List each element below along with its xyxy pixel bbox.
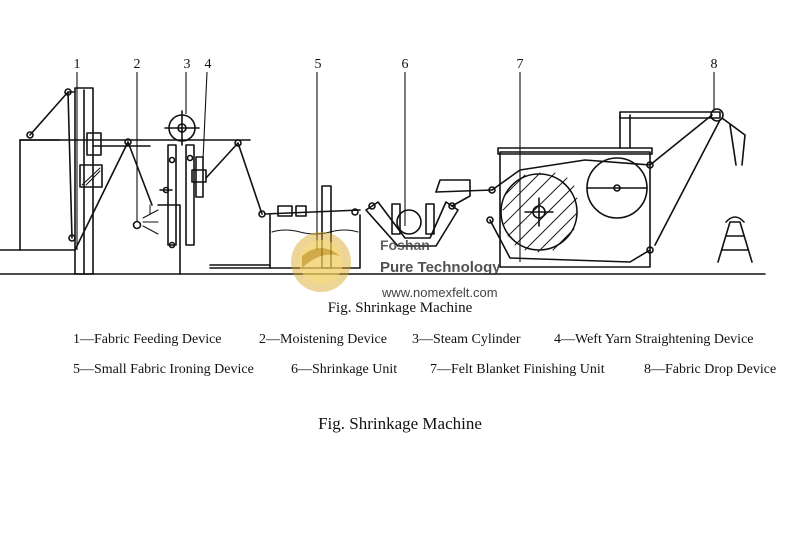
callout-2: 2 [134,57,141,72]
callout-1: 1 [74,57,81,72]
watermark-company-line1: Foshan [380,237,430,253]
legend-item-weft-straightening: 4—Weft Yarn Straightening Device [554,332,754,347]
callout-3: 3 [184,57,191,72]
shrinkage-unit [365,179,471,247]
watermark-company-line2: Pure Technology [380,259,501,276]
callout-7: 7 [517,57,524,72]
fabric-drop-device [619,108,753,263]
legend-item-moistening: 2—Moistening Device [259,332,387,347]
steam-cylinder-device [164,110,200,249]
legend-item-fabric-drop: 8—Fabric Drop Device [644,362,777,377]
felt-blanket-finishing-unit [435,114,654,268]
figure-caption: Fig. Shrinkage Machine [318,414,482,433]
legend-item-fabric-feeding: 1—Fabric Feeding Device [73,332,222,347]
callout-leaders [76,71,715,262]
fabric-feeding-device [0,87,251,275]
watermark-url: www.nomexfelt.com [381,285,498,300]
callout-6: 6 [402,57,409,72]
legend-item-shrinkage-unit: 6—Shrinkage Unit [291,362,398,377]
company-logo-mark [291,232,351,292]
figure-caption-inline: Fig. Shrinkage Machine [328,300,473,316]
moistening-device [74,138,181,275]
callout-5: 5 [315,57,322,72]
company-watermark: Foshan Pure Technology www.nomexfelt.com [291,232,501,300]
legend-item-steam-cylinder: 3—Steam Cylinder [412,332,521,347]
callout-8: 8 [711,57,718,72]
legend-item-felt-blanket: 7—Felt Blanket Finishing Unit [430,362,605,377]
callout-4: 4 [205,57,212,72]
weft-straightening-device [191,139,271,269]
legend-item-fabric-ironing: 5—Small Fabric Ironing Device [73,362,254,377]
